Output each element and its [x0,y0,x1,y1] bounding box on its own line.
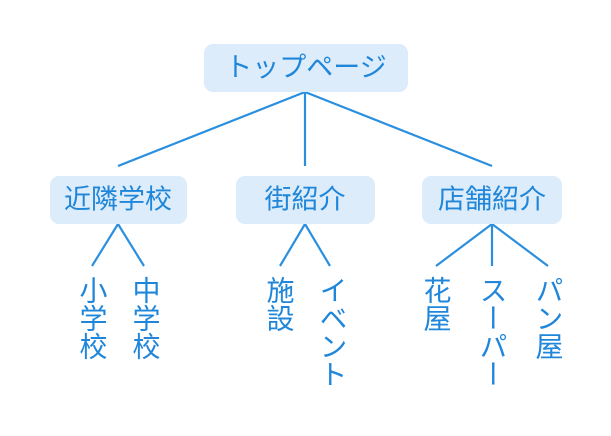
edge-root-to-schools [117,90,306,168]
section-node-label: 街紹介 [265,185,346,216]
edge-town-to-events [304,223,331,267]
edge-schools-to-junior-high [117,223,145,267]
leaf-nodes: 小学校 中学校 施設 イベント 花屋 スーパー パン屋 [76,276,565,388]
leaf-node-supermarket[interactable]: スーパー [476,276,509,388]
section-node-town[interactable]: 街紹介 [236,176,375,224]
leaf-node-facilities[interactable]: 施設 [263,276,296,332]
edge-shops-to-bakery [491,223,549,267]
leaf-node-bakery[interactable]: パン屋 [532,276,565,360]
leaf-node-florist[interactable]: 花屋 [420,276,453,332]
section-node-schools[interactable]: 近隣学校 [50,176,187,224]
leaf-node-junior-high-school[interactable]: 中学校 [129,276,162,360]
section-node-label: 近隣学校 [64,185,172,216]
edge-root-to-shops [304,90,493,168]
section-node-box [50,176,187,224]
section-node-box [422,176,562,224]
edge-town-to-facilities [279,223,306,267]
edge-shops-to-florist [435,223,493,267]
root-node-label: トップページ [225,53,386,84]
leaf-node-elementary-school[interactable]: 小学校 [76,276,109,360]
leaf-node-events[interactable]: イベント [316,276,349,388]
section-node-box [236,176,375,224]
section-node-label: 店舗紹介 [438,185,546,216]
section-node-shops[interactable]: 店舗紹介 [422,176,562,224]
edge-schools-to-elementary [91,223,119,267]
root-node-box [204,44,408,92]
connectors [91,90,549,267]
root-node[interactable]: トップページ [204,44,408,92]
